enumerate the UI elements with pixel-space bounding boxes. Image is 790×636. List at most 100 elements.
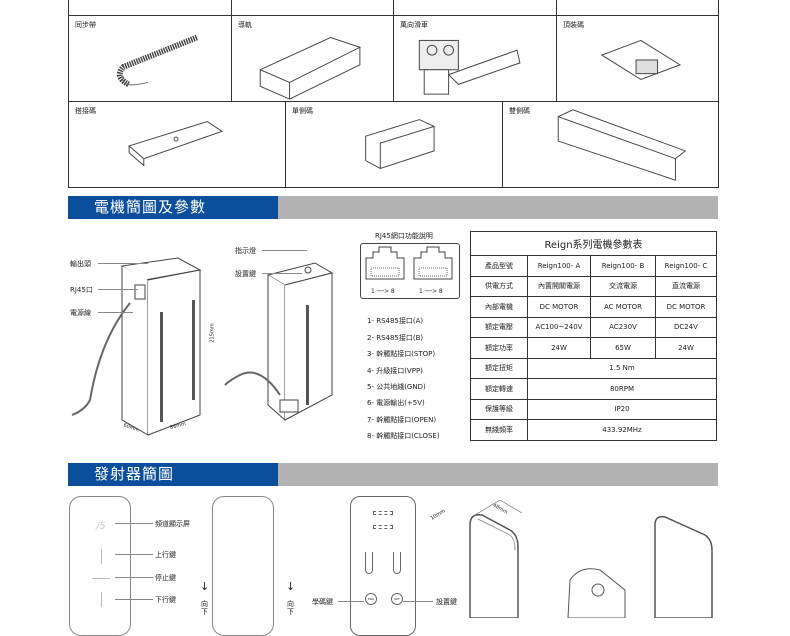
arrow-text: 向下	[201, 600, 208, 616]
table-cell: 額定功率	[470, 337, 528, 359]
remote-front: /5	[69, 496, 131, 636]
table-cell: Reign100- C	[655, 255, 717, 277]
table-cell: 433.92MHz	[527, 419, 717, 441]
label-set-key: 設置鍵	[436, 598, 457, 606]
motor-back-drawing	[224, 262, 334, 422]
table-cell: 額定扭矩	[470, 357, 528, 379]
accessory-label: 單側碼	[292, 107, 313, 115]
label-output: 輸出頭	[70, 260, 91, 268]
table-cell: 65W	[590, 337, 656, 359]
motor-front-drawing	[71, 257, 202, 436]
section-header-remote: 發射器簡圖	[68, 463, 718, 486]
spec-table-title: Reign系列電機參數表	[470, 231, 717, 256]
table-cell: 直流電源	[655, 275, 717, 297]
pin-item: 8- 幹觸點接口(CLOSE)	[367, 432, 440, 440]
accessory-rail: 導軌	[231, 15, 394, 102]
pin-item: 6- 電源輸出(+5V)	[367, 399, 425, 407]
prg-button: PRG	[365, 593, 377, 605]
accessory-cell-top	[68, 0, 232, 16]
accessory-label: 導軌	[238, 21, 252, 29]
table-cell: DC24V	[655, 316, 717, 338]
table-cell: 內部電機	[470, 296, 528, 318]
trolley-image	[418, 39, 521, 95]
table-cell: IP20	[527, 398, 717, 420]
timing-belt-image	[116, 34, 198, 87]
rj45-ports-drawing: 1 ──> 8 1 ──> 8	[360, 243, 460, 299]
dimension-height: 215mm	[209, 323, 216, 343]
accessory-single-side-bracket: 單側碼	[285, 101, 503, 188]
single-bracket-image	[365, 119, 436, 170]
label-rj45: RJ45口	[70, 286, 93, 294]
table-cell: AC MOTOR	[590, 296, 656, 318]
arrow-down-icon: ↓	[286, 580, 296, 593]
table-cell: Reign100- B	[590, 255, 656, 277]
pin-range: 1 ──> 8	[419, 288, 443, 295]
label-power: 電源線	[70, 309, 91, 317]
table-cell: 額定電壓	[470, 316, 528, 338]
pin-item: 3- 幹觸點接口(STOP)	[367, 350, 436, 358]
rj45-title: RJ45網口功能說明	[375, 232, 433, 240]
table-cell: 80RPM	[527, 378, 717, 400]
remote-inside: PRG SET	[350, 496, 416, 636]
accessory-cell-top	[231, 0, 394, 16]
accessory-label: 頂裝碼	[563, 21, 584, 29]
table-cell: AC100~240V	[527, 316, 591, 338]
table-cell: 24W	[527, 337, 591, 359]
table-cell: AC230V	[590, 316, 656, 338]
rail-image	[259, 36, 362, 100]
arrow-text: 向下	[287, 600, 294, 616]
label-display: 頻道顯示屏	[155, 520, 190, 528]
label-learn-key: 學碼鍵	[312, 598, 333, 606]
top-mount-image	[600, 39, 682, 81]
table-row: 供電方式內置開關電源交流電源直流電源	[470, 275, 717, 297]
channel-display: /5	[96, 521, 106, 532]
label-down-key: 下行鍵	[155, 596, 176, 604]
table-cell: 產品型號	[470, 255, 528, 277]
section-title: 發射器簡圖	[68, 463, 278, 486]
table-cell: 交流電源	[590, 275, 656, 297]
section-header-motor: 電機簡圖及參數	[68, 196, 718, 219]
accessory-lap-bracket: 搭接碼	[68, 101, 286, 188]
table-cell: Reign100- A	[527, 255, 591, 277]
accessory-cell-top	[556, 0, 719, 16]
table-cell: 24W	[655, 337, 717, 359]
accessory-label: 萬向滑車	[400, 21, 428, 29]
accessory-label: 搭接碼	[75, 107, 96, 115]
accessory-timing-belt: 同步帶	[68, 15, 232, 102]
remote-back	[212, 496, 274, 636]
table-cell: 供電方式	[470, 275, 528, 297]
accessory-top-mount: 頂裝碼	[556, 15, 719, 102]
pin-item: 1- RS485接口(A)	[367, 317, 424, 325]
table-cell: 保護等級	[470, 398, 528, 420]
table-cell: 內置開關電源	[527, 275, 591, 297]
table-cell: DC MOTOR	[655, 296, 717, 318]
pin-item: 4- 升級接口(VPP)	[367, 367, 423, 375]
accessory-label: 同步帶	[75, 21, 96, 29]
accessory-label: 雙側碼	[509, 107, 530, 115]
table-cell: 無綫頻率	[470, 419, 528, 441]
accessory-double-side-bracket: 雙側碼	[502, 101, 719, 188]
label-indicator: 指示燈	[235, 247, 256, 255]
remote-perspective-drawings	[469, 499, 713, 618]
section-title: 電機簡圖及參數	[68, 196, 278, 219]
double-bracket-image	[557, 109, 687, 181]
arrow-down-icon: ↓	[200, 580, 210, 593]
pin-range: 1 ──> 8	[371, 288, 395, 295]
lap-bracket-image	[128, 121, 224, 167]
label-up-key: 上行鍵	[155, 551, 176, 559]
table-cell: 1.5 Nm	[527, 357, 717, 379]
label-set-key: 設置鍵	[235, 270, 256, 278]
pin-item: 5- 公共地綫(GND)	[367, 383, 426, 391]
label-stop-key: 停止鍵	[155, 574, 176, 582]
accessory-cell-top	[393, 0, 557, 16]
accessory-universal-trolley: 萬向滑車	[393, 15, 557, 102]
